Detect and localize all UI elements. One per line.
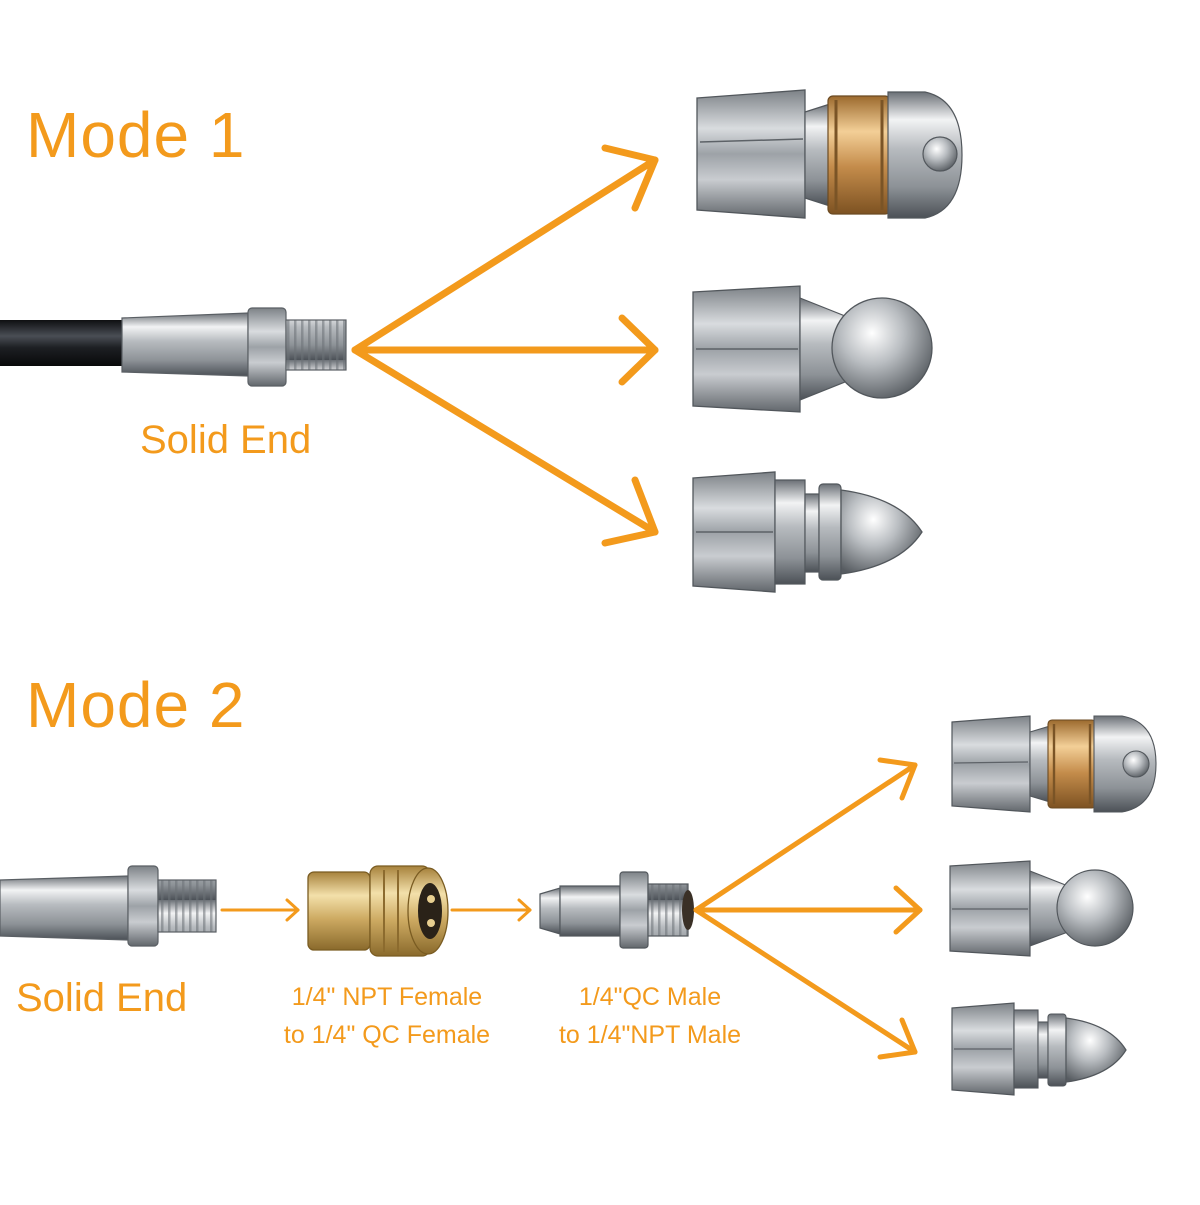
mode1-round-nozzle-icon — [692, 285, 933, 413]
adapter-male-label: 1/4"QC Male to 1/4"NPT Male — [530, 978, 770, 1054]
hose-icon — [0, 320, 135, 366]
mode2-solid-end-label: Solid End — [16, 976, 188, 1020]
mode2-round-nozzle-icon — [949, 860, 1134, 957]
mode1-pointed-nozzle-icon — [692, 471, 923, 593]
mode2-qc-plug-icon — [539, 871, 694, 949]
adapter-male-line1: 1/4"QC Male — [578, 983, 722, 1011]
mode1-solid-end-label: Solid End — [140, 418, 312, 462]
adapter-female-line1: 1/4" NPT Female — [291, 983, 483, 1011]
adapter-male-line2: to 1/4"NPT Male — [558, 1021, 742, 1049]
adapter-female-label: 1/4" NPT Female to 1/4" QC Female — [262, 978, 512, 1054]
mode2-arrows — [693, 757, 923, 1060]
mode2-pointed-nozzle-icon — [951, 1002, 1127, 1096]
mode1-arrows — [351, 144, 659, 547]
mode1-title: Mode 1 — [26, 99, 246, 171]
mode2-rotating-nozzle-icon — [951, 715, 1157, 813]
mode2-connector-arrows — [220, 898, 532, 922]
mode2-brass-coupler-icon — [307, 865, 449, 957]
mode2-solid-end-fitting-icon — [0, 865, 217, 947]
mode1-rotating-nozzle-icon — [696, 89, 963, 219]
mode2-title: Mode 2 — [26, 669, 246, 741]
solid-end-fitting-icon — [121, 307, 347, 387]
adapter-female-line2: to 1/4" QC Female — [283, 1021, 491, 1049]
